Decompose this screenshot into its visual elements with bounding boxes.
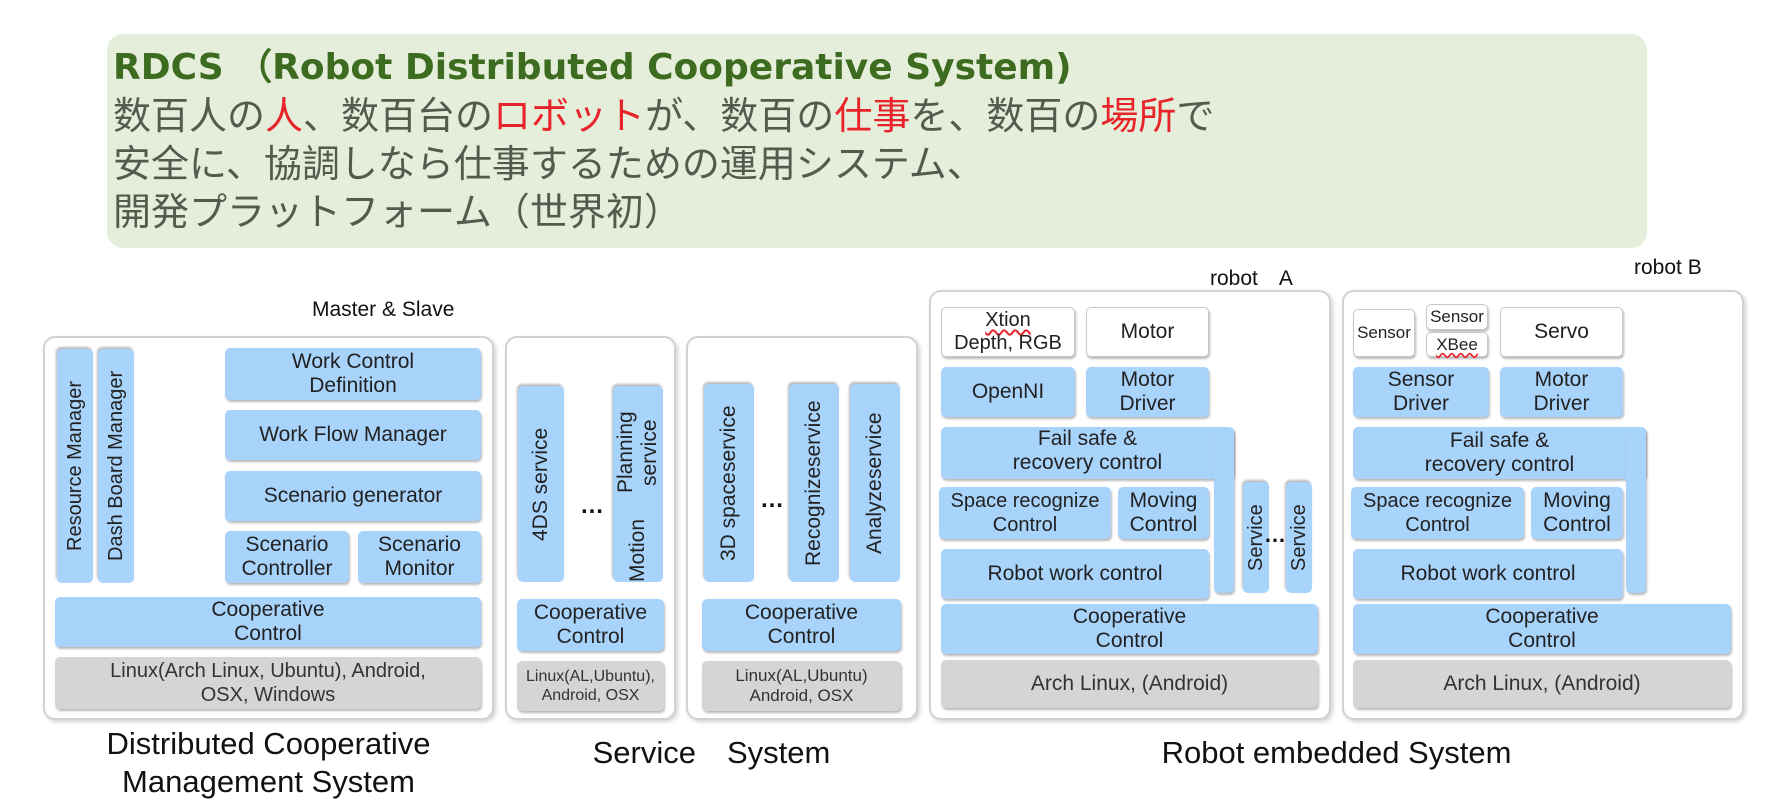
motion-planning-line-1: Motion <box>626 518 649 582</box>
robot-a-os-block: Arch Linux, (Android) <box>941 660 1318 708</box>
space-recognize-control-block: Space recognize Control <box>939 487 1111 539</box>
banner-text-segment: で <box>1176 94 1215 138</box>
3d-space-line-1: 3D space <box>717 471 740 561</box>
banner-highlight: 場所 <box>1100 94 1177 138</box>
resource-manager-block: Resource Manager <box>57 349 93 583</box>
robot-b-fail-safe-block: Fail safe & recovery control <box>1353 427 1646 479</box>
robot-b-space-recognize-control-block: Space recognize Control <box>1351 487 1524 539</box>
robot-b-os-block: Arch Linux, (Android) <box>1353 660 1731 708</box>
sensor-top-block: Sensor <box>1426 304 1488 330</box>
service-system-caption: Service System <box>592 735 831 770</box>
robot-b-moving-control-block: Moving Control <box>1531 487 1623 539</box>
robot-b-motor-driver-block: Motor Driver <box>1500 367 1623 417</box>
sensor-block: Sensor <box>1353 309 1415 357</box>
service2-os-block: Linux(AL,Ubuntu) Android, OSX <box>702 661 901 711</box>
xbee-label: XBee <box>1436 334 1478 354</box>
fail-safe-block: Fail safe & recovery control <box>941 427 1234 479</box>
banner-text-segment: を、数百の <box>910 94 1101 138</box>
banner-highlight: 仕事 <box>834 94 911 138</box>
banner-text-segment: 、数百台の <box>303 94 494 138</box>
banner-line-3: 開発プラットフォーム（世界初） <box>113 190 682 234</box>
work-control-definition-block: Work Control Definition <box>225 348 481 400</box>
xtion-word: Xtion <box>985 309 1031 331</box>
motor-block: Motor <box>1086 307 1209 357</box>
dashboard-manager-block: Dash Board Manager <box>98 349 134 583</box>
banner-text-segment: が、数百の <box>645 94 835 138</box>
analyze-line-2: service <box>863 412 886 479</box>
xbee-block: XBee <box>1426 332 1488 357</box>
service-ellipsis: … <box>760 486 784 513</box>
service1-os-block: Linux(AL,Ubuntu), Android, OSX <box>517 661 664 711</box>
header-banner: RDCS （Robot Distributed Cooperative Syst… <box>107 34 1647 248</box>
robot-embedded-system-caption: Robot embedded System <box>1161 735 1512 770</box>
robot-b-cooperative-control-block: Cooperative Control <box>1353 604 1731 654</box>
management-os-block: Linux(Arch Linux, Ubuntu), Android, OSX,… <box>55 657 481 709</box>
robot-a-cooperative-control-block: Cooperative Control <box>941 604 1318 654</box>
moving-control-block: Moving Control <box>1118 487 1209 539</box>
management-cooperative-control-block: Cooperative Control <box>55 597 481 647</box>
management-system-caption: Distributed Cooperative Management Syste… <box>106 726 431 799</box>
banner-highlight: ロボット <box>493 94 646 138</box>
service1-cooperative-control-block: Cooperative Control <box>517 599 664 651</box>
banner-text-segment: 数百人の <box>113 94 266 138</box>
servo-block: Servo <box>1500 307 1623 357</box>
motion-planning-line-2: Planning service <box>614 411 661 494</box>
recognize-line-1: Recognize <box>802 466 825 566</box>
xtion-detail: Depth, RGB <box>954 332 1062 354</box>
fail-safe-block-tail <box>1214 427 1234 593</box>
banner-highlight: 人 <box>265 94 304 138</box>
4ds-service-block: 4DS service <box>518 386 564 582</box>
analyze-line-1: Analyze <box>863 478 886 554</box>
openni-block: OpenNI <box>941 367 1075 417</box>
robot-b-label: robot B <box>1634 256 1702 279</box>
robot-a-label: robot A <box>1210 267 1293 290</box>
service2-cooperative-control-block: Cooperative Control <box>702 599 901 651</box>
service-ellipsis: … <box>580 492 604 519</box>
motor-driver-block: Motor Driver <box>1086 367 1209 417</box>
master-slave-label: Master & Slave <box>312 298 455 321</box>
work-flow-manager-block: Work Flow Manager <box>225 410 481 460</box>
banner-title: RDCS （Robot Distributed Cooperative Syst… <box>113 47 1072 88</box>
scenario-generator-block: Scenario generator <box>225 471 481 521</box>
robot-work-control-block: Robot work control <box>941 549 1209 599</box>
3d-space-line-2: service <box>717 405 740 472</box>
robot-b-fail-safe-block-tail <box>1626 427 1646 593</box>
banner-line-1: 数百人の人、数百台のロボットが、数百の仕事を、数百の場所で <box>113 92 1641 140</box>
robot-a-service-ellipsis: … <box>1264 522 1286 547</box>
sensor-driver-block: Sensor Driver <box>1353 367 1489 417</box>
robot-b-robot-work-control-block: Robot work control <box>1353 549 1623 599</box>
recognize-line-2: service <box>802 400 825 467</box>
service-block-2: Service <box>1286 482 1312 593</box>
motion-planning-service-block: Motion Planning service <box>613 386 663 582</box>
banner-line-2: 安全に、協調しなら仕事するための運用システム、 <box>113 142 985 186</box>
scenario-monitor-block: Scenario Monitor <box>358 531 481 583</box>
scenario-controller-block: Scenario Controller <box>225 531 349 583</box>
